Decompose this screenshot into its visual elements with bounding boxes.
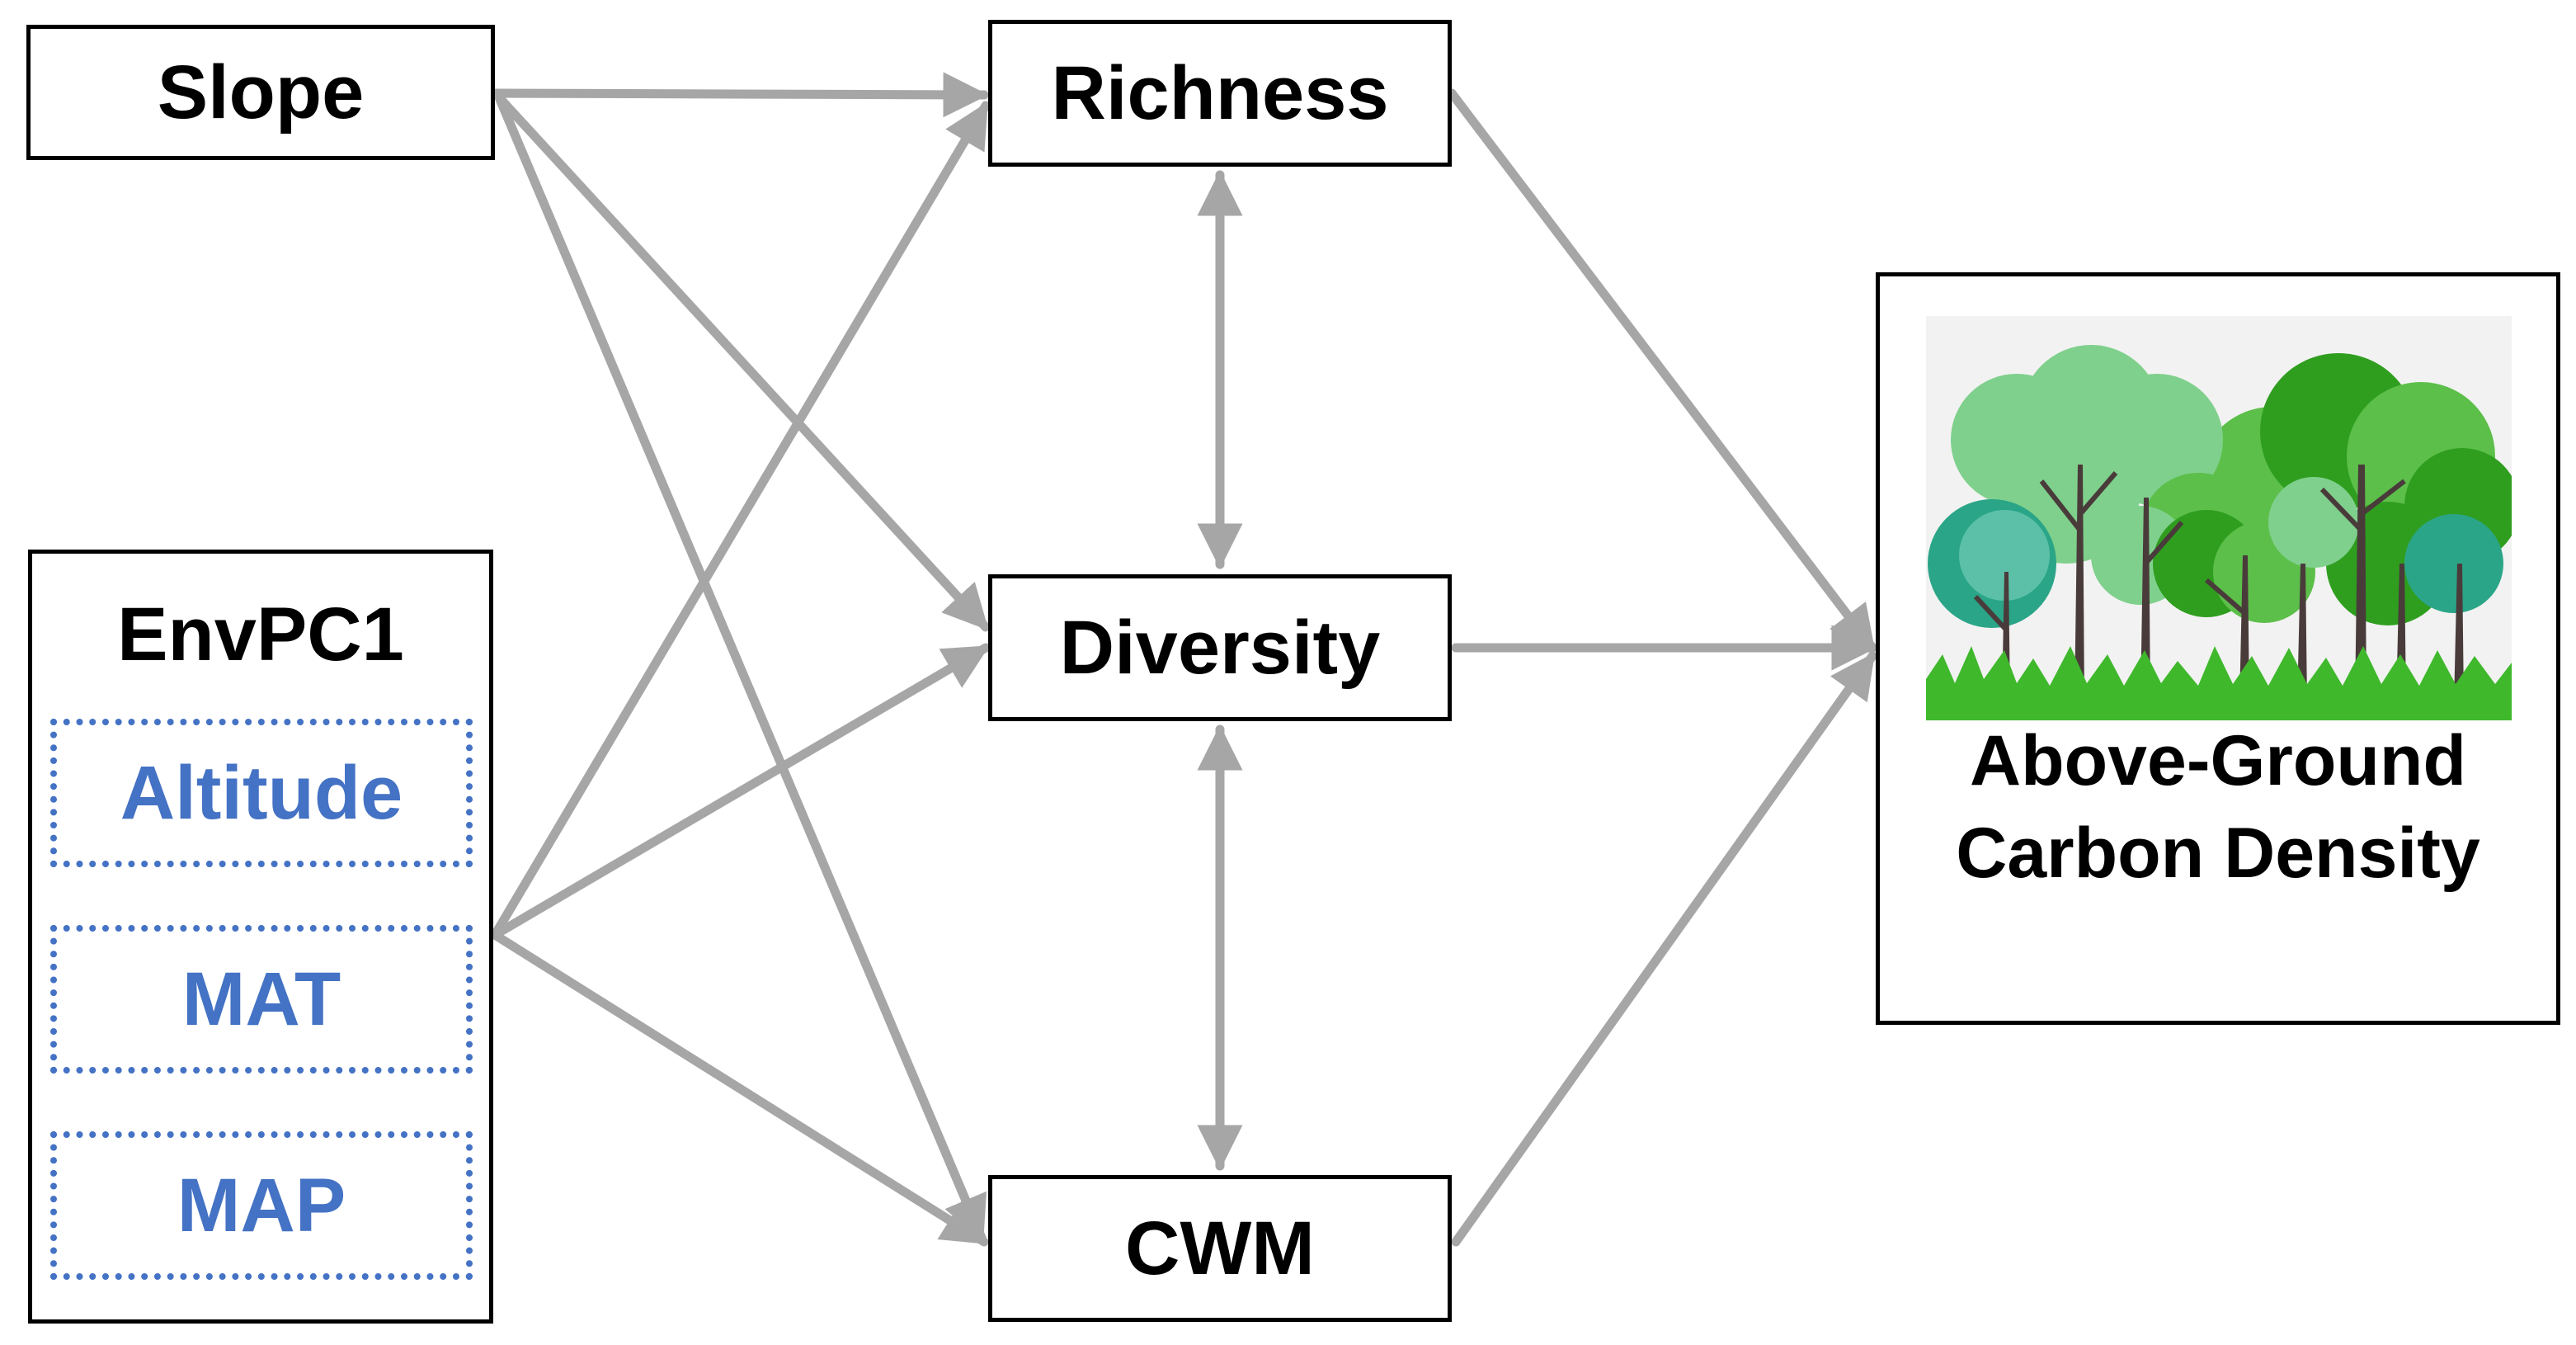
component-altitude-label: Altitude <box>120 751 403 835</box>
node-above-ground-carbon-density: Above-Ground Carbon Density <box>1876 272 2560 1025</box>
component-mat-label: MAT <box>181 957 341 1041</box>
edge-slope-diversity <box>494 92 991 632</box>
edge-envpc1-cwm <box>490 930 989 1247</box>
node-above-ground-carbon-density-label: Above-Ground Carbon Density <box>1880 715 2556 900</box>
outcome-label-line2: Carbon Density <box>1956 813 2480 893</box>
envpc1-component-altitude: Altitude <box>50 719 473 867</box>
node-diversity-label: Diversity <box>1059 606 1381 690</box>
forest-trees-icon <box>1926 316 2512 720</box>
edge-envpc1-richness <box>490 101 991 940</box>
component-map-label: MAP <box>177 1163 346 1248</box>
edge-slope-richness <box>490 72 989 118</box>
node-cwm: CWM <box>988 1175 1452 1322</box>
node-richness: Richness <box>988 20 1452 167</box>
node-diversity: Diversity <box>988 574 1452 721</box>
edge-slope-cwm <box>494 92 987 1243</box>
envpc1-component-map: MAP <box>50 1131 473 1280</box>
node-envpc1-title: EnvPC1 <box>117 592 404 677</box>
node-envpc1: EnvPC1 Altitude MAT MAP <box>28 550 493 1324</box>
node-slope-label: Slope <box>157 50 365 134</box>
node-slope: Slope <box>26 25 495 160</box>
edge-richness-agcd <box>1447 88 1877 653</box>
envpc1-component-mat: MAT <box>50 925 473 1074</box>
node-cwm-label: CWM <box>1125 1206 1315 1291</box>
edge-cwm-agcd <box>1451 651 1877 1247</box>
outcome-label-line1: Above-Ground <box>1970 721 2466 800</box>
node-richness-label: Richness <box>1051 51 1389 135</box>
edge-envpc1-diversity <box>490 643 991 940</box>
